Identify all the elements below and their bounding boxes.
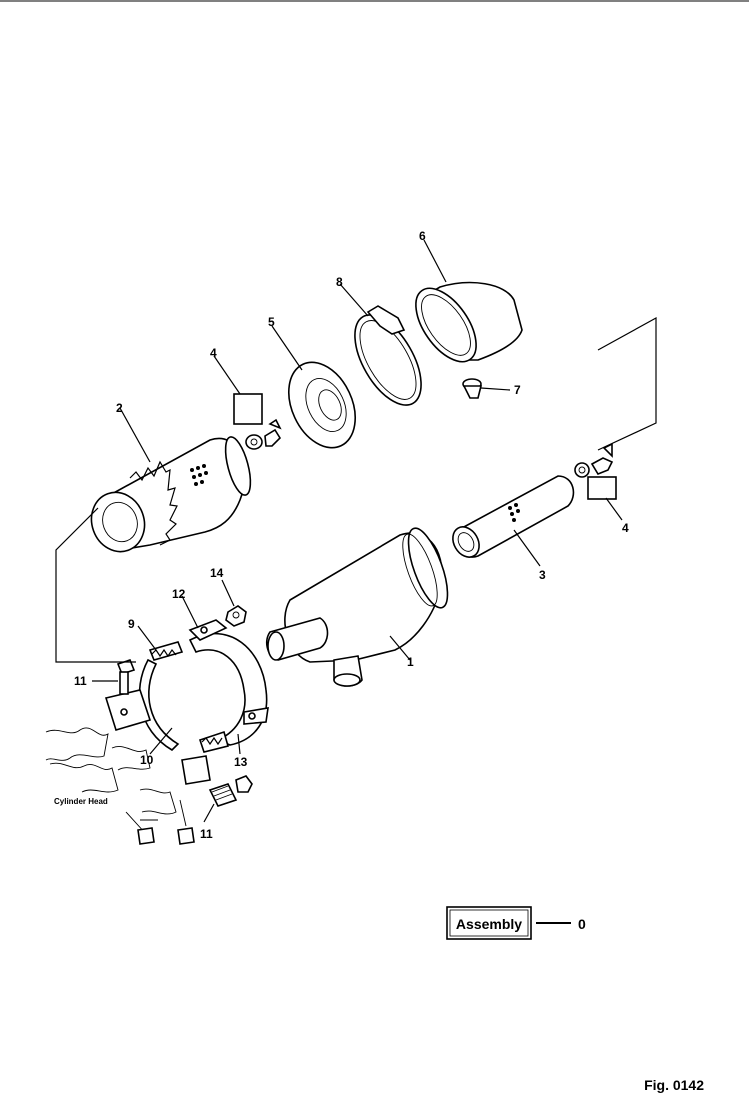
mesh-pattern-icon bbox=[508, 503, 520, 522]
leader-lines bbox=[55, 239, 657, 823]
part-8-clamp-band bbox=[354, 305, 422, 406]
part-5-cover-plate bbox=[288, 361, 356, 449]
mesh-pattern-icon bbox=[190, 464, 208, 486]
callout-8: 8 bbox=[336, 275, 343, 289]
callout-13: 13 bbox=[234, 755, 248, 769]
part-1-housing bbox=[265, 527, 449, 687]
cylinder-head-outline bbox=[45, 727, 195, 845]
callout-11-lower: 11 bbox=[200, 827, 213, 841]
callout-numbers: 1 2 3 4 4 5 6 7 8 9 10 11 11 12 13 14 bbox=[74, 229, 629, 841]
callout-7: 7 bbox=[514, 383, 521, 397]
callout-4-lower: 4 bbox=[622, 521, 629, 535]
callout-12: 12 bbox=[172, 587, 186, 601]
part-4-upper-wingnut bbox=[233, 393, 282, 450]
callout-3: 3 bbox=[539, 568, 546, 582]
callout-2: 2 bbox=[116, 401, 123, 415]
callout-6: 6 bbox=[419, 229, 426, 243]
callout-10: 10 bbox=[140, 753, 154, 767]
callout-11-upper: 11 bbox=[74, 674, 87, 688]
callout-4-upper: 4 bbox=[210, 346, 217, 360]
cylinder-head-label: Cylinder Head bbox=[54, 797, 108, 806]
callout-5: 5 bbox=[268, 315, 275, 329]
part-3-inner-element bbox=[452, 475, 575, 558]
part-11-bolt-upper bbox=[116, 659, 136, 695]
callout-1: 1 bbox=[407, 655, 414, 669]
part-6-cover bbox=[415, 281, 523, 363]
callout-14: 14 bbox=[210, 566, 224, 580]
figure-number: Fig. 0142 bbox=[644, 1077, 704, 1093]
part-4-lower-wingnut bbox=[574, 442, 617, 500]
assembly-box bbox=[446, 906, 532, 940]
assembly-label: Assembly bbox=[456, 916, 522, 932]
part-2-outer-element bbox=[90, 436, 252, 553]
part-9-band bbox=[138, 641, 184, 752]
assembly-reference: Assembly 0 bbox=[446, 906, 586, 940]
part-7-valve bbox=[462, 378, 511, 399]
part-13-bracket bbox=[188, 632, 269, 746]
callout-9: 9 bbox=[128, 617, 135, 631]
part-14-nut bbox=[221, 579, 247, 627]
part-11-bolt-lower bbox=[208, 783, 238, 807]
part-10-bracket bbox=[104, 689, 253, 793]
part-12-clamp-plate bbox=[188, 619, 228, 641]
assembly-value: 0 bbox=[578, 916, 586, 932]
